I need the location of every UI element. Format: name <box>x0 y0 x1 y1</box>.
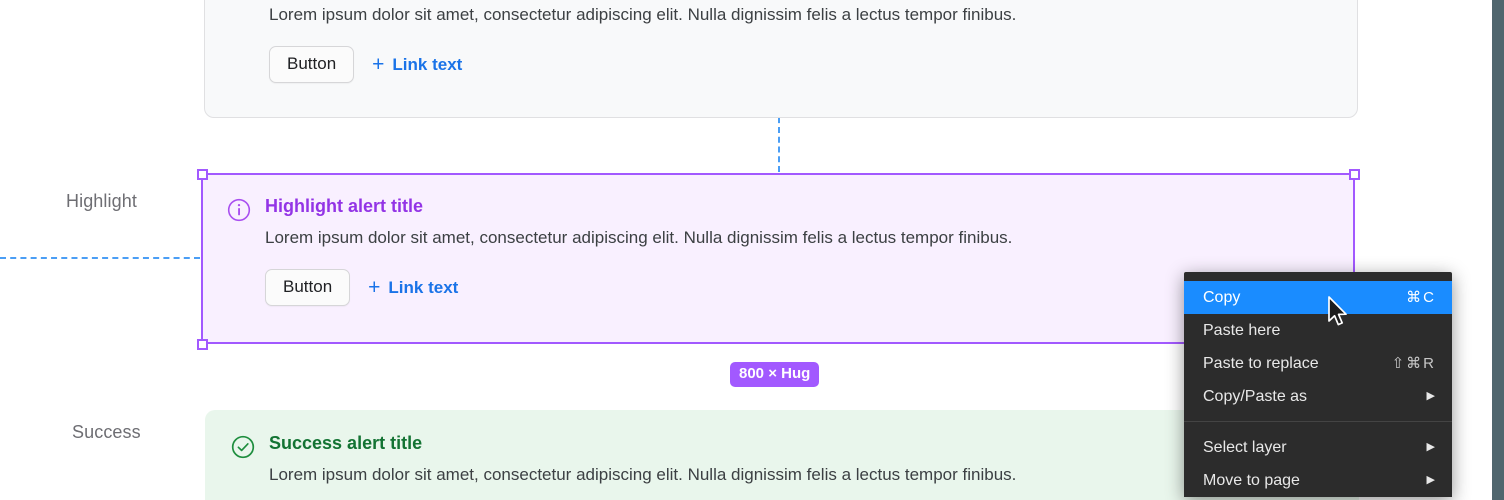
context-menu-item-copy[interactable]: Copy ⌘C <box>1184 281 1452 314</box>
context-menu-separator <box>1184 421 1452 422</box>
selection-handle-top-left[interactable] <box>197 169 208 180</box>
alert-card-success[interactable]: Success alert title Lorem ipsum dolor si… <box>205 410 1359 500</box>
alert-description: Lorem ipsum dolor sit amet, consectetur … <box>269 5 1017 24</box>
alert-actions: Button + Link text <box>269 46 1331 83</box>
alert-button[interactable]: Button <box>269 46 355 83</box>
alert-link-label: Link text <box>388 278 459 297</box>
alert-body: Highlight alert title Lorem ipsum dolor … <box>227 195 1329 306</box>
context-menu-item-shortcut: ⌘C <box>1406 289 1436 306</box>
chevron-right-icon: ▶ <box>1426 390 1435 402</box>
context-menu-item-paste-here[interactable]: Paste here <box>1184 314 1452 347</box>
alert-content: Highlight alert title Lorem ipsum dolor … <box>265 195 1329 306</box>
plus-icon: + <box>368 276 381 299</box>
context-menu-item-label: Copy/Paste as <box>1203 388 1308 405</box>
alert-button[interactable]: Button <box>265 269 351 306</box>
plus-icon: + <box>372 53 385 76</box>
context-menu-item-move-to-page[interactable]: Move to page ▶ <box>1184 464 1452 497</box>
row-label-success: Success <box>72 422 141 442</box>
alert-link-action[interactable]: + Link text <box>368 277 458 298</box>
alert-link-label: Link text <box>392 55 463 74</box>
selection-handle-top-right[interactable] <box>1349 169 1360 180</box>
context-menu-item-label: Select layer <box>1203 439 1287 456</box>
chevron-right-icon: ▶ <box>1426 441 1435 453</box>
alert-description: Lorem ipsum dolor sit amet, consectetur … <box>269 465 1017 484</box>
alert-actions: Button + Link text <box>265 269 1329 306</box>
info-circle-icon <box>227 198 251 222</box>
check-circle-icon <box>231 435 255 459</box>
context-menu-item-label: Paste here <box>1203 322 1281 339</box>
size-badge: 800 × Hug <box>730 362 820 387</box>
selection-handle-bottom-left[interactable] <box>197 339 208 350</box>
context-menu-item-label: Copy <box>1203 289 1241 306</box>
alert-link-action[interactable]: + Link text <box>372 54 462 75</box>
alert-body: Success alert title Lorem ipsum dolor si… <box>231 432 1333 500</box>
alert-title: Highlight alert title <box>265 196 424 216</box>
horizontal-guide-line <box>0 257 200 259</box>
alert-card-neutral[interactable]: Lorem ipsum dolor sit amet, consectetur … <box>204 0 1358 118</box>
row-label-highlight: Highlight <box>66 191 137 211</box>
context-menu-item-paste-to-replace[interactable]: Paste to replace ⇧⌘R <box>1184 347 1452 380</box>
context-menu-item-label: Move to page <box>1203 472 1300 489</box>
alert-description: Lorem ipsum dolor sit amet, consectetur … <box>265 228 1013 247</box>
context-menu[interactable]: Copy ⌘C Paste here Paste to replace ⇧⌘R … <box>1184 272 1452 497</box>
context-menu-item-copy-paste-as[interactable]: Copy/Paste as ▶ <box>1184 380 1452 413</box>
context-menu-item-select-layer[interactable]: Select layer ▶ <box>1184 431 1452 464</box>
alert-body: Lorem ipsum dolor sit amet, consectetur … <box>231 3 1331 83</box>
context-menu-item-label: Paste to replace <box>1203 355 1319 372</box>
context-menu-item-shortcut: ⇧⌘R <box>1391 355 1436 372</box>
chevron-right-icon: ▶ <box>1426 474 1435 486</box>
window-edge-strip <box>1492 0 1504 500</box>
alert-content: Success alert title Lorem ipsum dolor si… <box>269 432 1333 500</box>
alert-title: Success alert title <box>269 433 423 453</box>
alert-content: Lorem ipsum dolor sit amet, consectetur … <box>269 3 1331 83</box>
alert-card-highlight[interactable]: Highlight alert title Lorem ipsum dolor … <box>201 173 1355 344</box>
